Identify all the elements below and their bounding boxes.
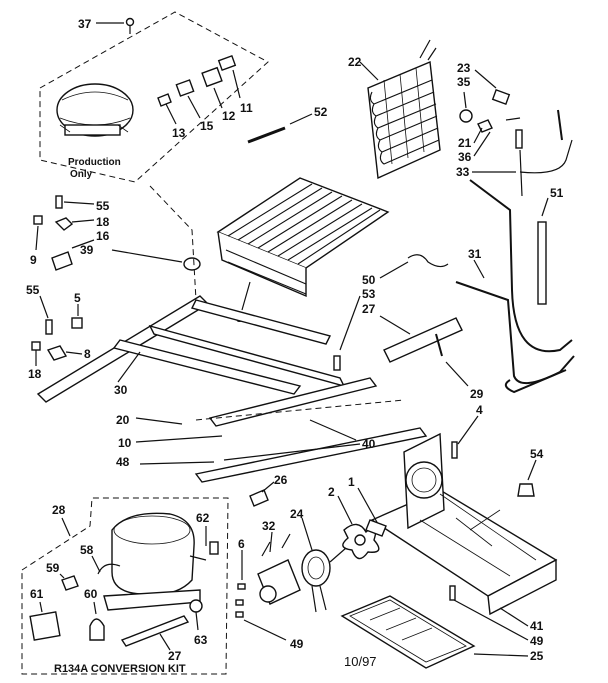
screw-37 [125, 17, 135, 34]
callout-63: 63 [194, 633, 208, 647]
callout-59: 59 [46, 561, 60, 575]
grommet-54 [517, 483, 535, 497]
compressor-kit [97, 512, 219, 611]
motor-bracket [257, 533, 301, 605]
callout-33: 33 [456, 165, 470, 179]
callout-40: 40 [362, 437, 376, 451]
defrost-parts [459, 89, 563, 149]
screws-6-49 [235, 583, 246, 618]
callout-11: 11 [240, 101, 253, 115]
callout-12: 12 [222, 109, 236, 123]
callout-53: 53 [362, 287, 376, 301]
callout-36: 36 [458, 150, 472, 164]
callout-61: 61 [30, 587, 44, 601]
callout-49b: 49 [290, 637, 304, 651]
callout-2: 2 [328, 485, 335, 499]
callout-48: 48 [116, 455, 130, 469]
condenser-coil [216, 177, 390, 298]
callout-4: 4 [476, 403, 483, 417]
callout-52: 52 [314, 105, 328, 119]
callout-16: 16 [96, 229, 110, 243]
callout-24: 24 [290, 507, 304, 521]
callout-49a: 49 [530, 634, 544, 648]
fan-motor [301, 547, 347, 613]
heater-tube-51 [537, 221, 547, 305]
compressor-production [56, 83, 134, 137]
fan-bracket [370, 432, 558, 616]
production-only-box [39, 11, 269, 183]
callout-20: 20 [116, 413, 130, 427]
callout-22: 22 [348, 55, 362, 69]
callout-27a: 27 [362, 302, 376, 316]
callout-26: 26 [274, 473, 288, 487]
callout-27b: 27 [168, 649, 182, 663]
callout-5: 5 [74, 291, 81, 305]
callout-32: 32 [262, 519, 276, 533]
kit-small-parts [29, 575, 203, 647]
callout-60: 60 [84, 587, 98, 601]
callout-18b: 18 [28, 367, 42, 381]
drain-pan [340, 595, 476, 669]
production-label-line2: Only [70, 169, 93, 180]
callout-54: 54 [530, 447, 544, 461]
clip-26 [249, 489, 269, 507]
callout-9: 9 [30, 253, 37, 267]
callout-15: 15 [200, 119, 214, 133]
tube-52 [247, 126, 286, 144]
callout-29: 29 [470, 387, 484, 401]
callout-62: 62 [196, 511, 210, 525]
callout-21: 21 [458, 136, 472, 150]
callout-35: 35 [457, 75, 471, 89]
callout-8: 8 [84, 347, 91, 361]
callout-6: 6 [238, 537, 245, 551]
callout-1: 1 [348, 475, 355, 489]
callout-51: 51 [550, 186, 564, 200]
mount-parts-left [31, 317, 83, 361]
condenser-fan [342, 523, 380, 560]
callout-10: 10 [118, 436, 132, 450]
date-code: 10/97 [344, 654, 377, 669]
callout-50: 50 [362, 273, 376, 287]
callout-37: 37 [78, 17, 92, 31]
grommet-parts [33, 195, 201, 271]
drier-parts [333, 254, 463, 371]
production-label-line1: Production [68, 157, 121, 168]
evaporator-coil [367, 39, 441, 180]
callout-58: 58 [80, 543, 94, 557]
callout-39: 39 [80, 243, 94, 257]
base-frame [36, 295, 428, 483]
callout-28: 28 [52, 503, 66, 517]
callout-55b: 55 [26, 283, 40, 297]
suction-line [455, 179, 575, 394]
conversion-kit-box [21, 497, 229, 675]
callout-55a: 55 [96, 199, 110, 213]
relay-parts [157, 55, 237, 107]
callout-31: 31 [468, 247, 482, 261]
callout-41: 41 [530, 619, 544, 633]
conversion-kit-caption: R134A CONVERSION KIT [54, 663, 186, 675]
callout-18a: 18 [96, 215, 110, 229]
callout-13: 13 [172, 126, 186, 140]
callout-23: 23 [457, 61, 471, 75]
callout-25: 25 [530, 649, 544, 663]
callout-30: 30 [114, 383, 128, 397]
